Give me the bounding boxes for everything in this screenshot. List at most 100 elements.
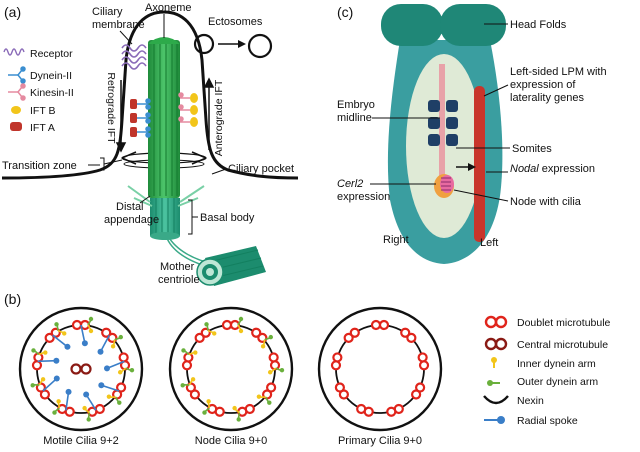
doublet-microtubule (378, 319, 390, 331)
outer-dynein-arm-icon (487, 380, 500, 386)
outer-dynein-arm-head (202, 410, 207, 415)
retrograde-train (130, 98, 151, 138)
doublet-microtubule (332, 352, 343, 363)
inner-dynein-arm-head (117, 370, 123, 375)
radial-spoke-head (97, 348, 104, 355)
inner-dynein-arm-head (267, 370, 273, 375)
cilium-label-motile: Motile Cilia 9+2 (43, 435, 119, 447)
panel-c: (c) Head Folds Left (337, 4, 607, 264)
radial-spoke-head (103, 365, 110, 372)
legend-inner-dynein: Inner dynein arm (517, 358, 596, 370)
legend-outer-dynein: Outer dynein arm (517, 376, 598, 388)
inner-dynein-arm-head (106, 394, 112, 399)
left-lpm (474, 86, 485, 242)
legend-receptor: Receptor (30, 48, 73, 60)
dynein-icon (8, 66, 26, 84)
lpm-label-3: laterality genes (510, 92, 584, 104)
radial-spoke (101, 384, 120, 392)
radial-spoke-head (53, 357, 60, 364)
outer-dynein-arm-head (118, 334, 123, 340)
head-folds (381, 4, 506, 46)
doublet-microtubule (221, 319, 233, 331)
inner-dynein-arm-head (256, 394, 262, 399)
radial-spoke (65, 391, 70, 411)
inner-dynein-arm-head (193, 350, 198, 355)
outer-dynein-arm-head (181, 348, 186, 353)
inner-dynein-arm-head (232, 405, 237, 411)
doublet-microtubule (330, 360, 342, 371)
midline-label-1: Embryo (337, 99, 375, 111)
panel-b: (b) Motile Cilia 9+2 Node Cilia 9+0 Prim… (4, 291, 611, 447)
doublet-microtubule (349, 327, 360, 338)
node-with-cilia-label: Node with cilia (510, 196, 582, 208)
lpm-label-2: expression of (510, 79, 576, 91)
mother-centriole-label-2: centriole (158, 274, 200, 286)
inner-dynein-arm-head (62, 331, 67, 336)
ciliary-membrane-ring (18, 306, 144, 432)
radial-spoke-head (98, 382, 105, 389)
central-microtubule (80, 363, 92, 375)
inner-dynein-arm-head (260, 344, 266, 349)
receptor-icon (3, 48, 25, 56)
doublet-microtubule (370, 319, 382, 331)
panel-a: (a) (1, 2, 299, 286)
doublet-microtubule (71, 319, 83, 331)
inner-dynein-arm-head (82, 405, 87, 411)
head-folds-label: Head Folds (510, 19, 567, 31)
cilium-cross-section (18, 306, 144, 432)
inner-dynein-arm-head (110, 344, 116, 349)
doublet-microtubule (268, 352, 279, 363)
radial-spoke (85, 394, 97, 411)
node (434, 174, 454, 198)
ift-a-icon (10, 122, 22, 131)
outer-dynein-arm-head (236, 417, 241, 422)
radial-spoke-head (83, 391, 90, 398)
ciliary-membrane-outline (1, 10, 299, 180)
outer-dynein-arm-head (31, 348, 36, 353)
left-side-label: Left (480, 237, 498, 249)
radial-spoke-head (65, 388, 72, 395)
doublet-microtubule (356, 403, 367, 415)
kinesin-icon (8, 83, 26, 101)
nexin-icon (483, 395, 509, 405)
panel-b-letter: (b) (4, 291, 21, 307)
panel-a-letter: (a) (4, 4, 21, 20)
ciliary-membrane-label-1: Ciliary (92, 6, 123, 18)
ciliary-membrane-ring (168, 306, 294, 432)
inner-dynein-arm-head (212, 331, 217, 336)
legend-radial-spoke: Radial spoke (517, 415, 578, 427)
inner-dynein-arm-head (40, 377, 46, 382)
doublet-microtubule (101, 327, 112, 338)
legend-central: Central microtubule (517, 339, 608, 351)
basal-body-label: Basal body (200, 212, 255, 224)
panel-b-legend: Doublet microtubule Central microtubule … (483, 315, 611, 427)
outer-dynein-arm-head (30, 383, 35, 388)
radial-spoke (42, 377, 58, 392)
axoneme (148, 37, 180, 198)
outer-dynein-arm-head (54, 322, 59, 327)
ift-b-icon (11, 106, 21, 114)
inner-dynein-arm-icon (491, 357, 497, 368)
inner-dynein-arm-head (56, 399, 61, 404)
doublet-microtubule (343, 332, 354, 343)
doublet-microtubule (44, 332, 55, 343)
doublet-microtubule (386, 406, 397, 417)
nodal-expression-label: Nodal expression (510, 163, 595, 175)
ciliary-pocket-label: Ciliary pocket (228, 163, 294, 175)
retrograde-ift-label: Retrograde IFT (105, 72, 117, 144)
mother-centriole (196, 246, 266, 286)
transition-zone-label: Transition zone (2, 160, 77, 172)
ciliary-membrane-ring (317, 306, 443, 432)
radial-spoke-head (64, 343, 71, 350)
outer-dynein-arm-head (238, 316, 244, 322)
doublet-microtubule-icon (484, 315, 508, 329)
axoneme-label: Axoneme (145, 2, 191, 14)
inner-dynein-arm-head (43, 350, 48, 355)
midline-label-2: midline (337, 112, 372, 124)
ectosomes-label: Ectosomes (208, 16, 263, 28)
inner-dynein-arm-head (88, 328, 94, 334)
outer-dynein-arm-head (88, 316, 94, 322)
panel-c-letter: (c) (337, 4, 353, 20)
inner-dynein-arm-head (238, 328, 244, 334)
